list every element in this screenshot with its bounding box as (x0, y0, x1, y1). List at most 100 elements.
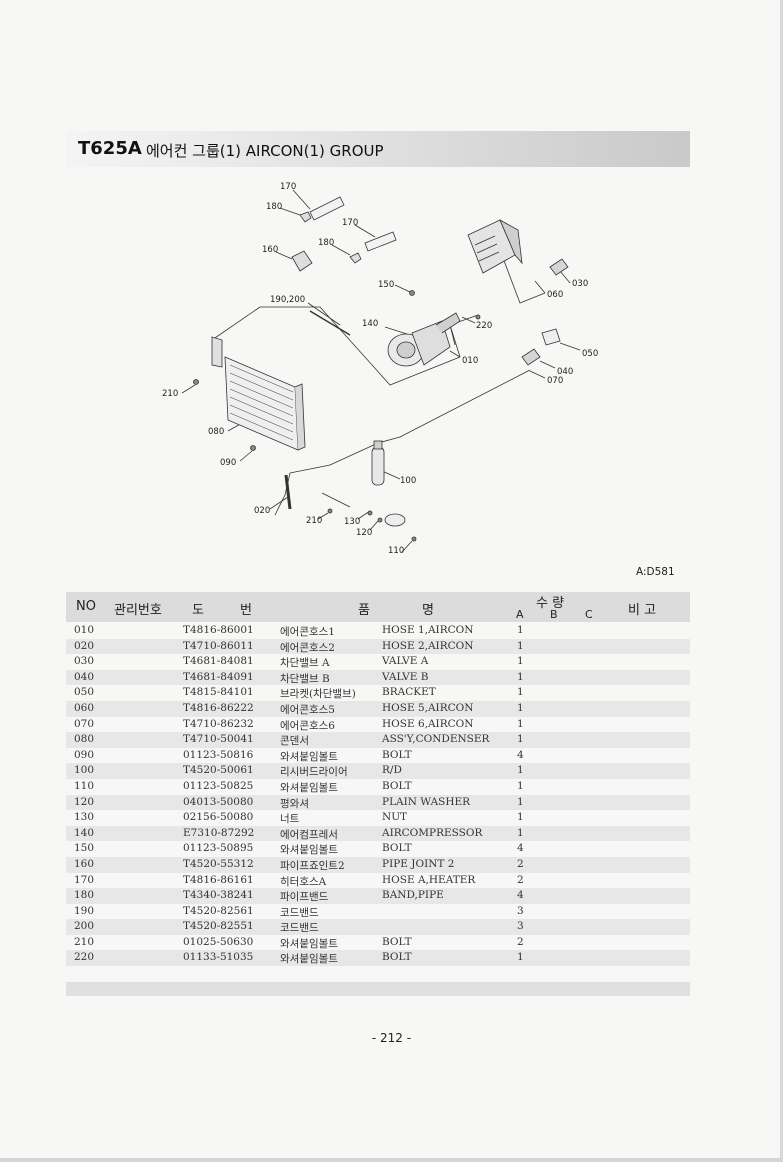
callout-190-200: 190,200 (270, 295, 305, 305)
heater-hose-upper (309, 196, 345, 221)
korean-name: 히터호스A (280, 875, 327, 888)
cord-band (309, 310, 351, 336)
korean-name: 와셔붙임볼트 (280, 750, 338, 763)
callout-170b: 170 (342, 218, 358, 228)
quantity-a: 1 (517, 717, 524, 730)
korean-name: 리시버드라이어 (280, 766, 348, 779)
part-number: 01123-50895 (183, 842, 254, 855)
part-number: 01123-50825 (183, 779, 254, 792)
part-number: 04013-50080 (183, 795, 254, 808)
part-number: 02156-50080 (183, 811, 254, 824)
part-number: T4340-38241 (183, 889, 254, 902)
bolts (193, 290, 481, 542)
korean-name: 와셔붙임볼트 (280, 953, 338, 966)
header-quantity: 수 량 (536, 596, 565, 611)
english-name: VALVE A (382, 655, 429, 668)
drier-bracket (384, 513, 406, 527)
condenser (211, 336, 306, 451)
callout-060: 060 (547, 290, 563, 300)
quantity-a: 4 (517, 748, 524, 761)
header-qty-b: B (550, 608, 558, 621)
group-title: 에어컨 그룹(1) AIRCON(1) GROUP (146, 142, 384, 160)
part-number: T4520-82551 (183, 920, 254, 933)
english-name: AIRCOMPRESSOR (382, 826, 483, 839)
part-number: T4816-86161 (183, 873, 254, 886)
english-name: VALVE B (382, 670, 429, 683)
korean-name: 파이프죠인트2 (280, 859, 345, 872)
english-name: BOLT (382, 935, 412, 948)
english-name: R/D (382, 764, 402, 777)
part-number: E7310-87292 (183, 826, 255, 839)
row-number: 220 (74, 951, 95, 964)
header-remarks: 비 고 (628, 603, 657, 618)
english-name: PIPE JOINT 2 (382, 857, 455, 870)
korean-name: 와셔붙임볼트 (280, 844, 338, 857)
header-drawing-1: 도 (192, 603, 204, 618)
row-number: 060 (74, 701, 95, 714)
valve-a (549, 258, 569, 276)
row-number: 150 (74, 842, 95, 855)
english-name: HOSE 1,AIRCON (382, 624, 474, 636)
korean-name: 브라켓(차단밸브) (280, 688, 356, 701)
row-number: 100 (74, 764, 95, 777)
aircon-hose-2 (284, 474, 292, 510)
row-number: 170 (74, 873, 95, 886)
row-number: 080 (74, 733, 95, 746)
bracket (541, 328, 561, 346)
callout-180a: 180 (266, 202, 282, 212)
part-number: T4710-86011 (183, 639, 254, 652)
english-name: HOSE 6,AIRCON (382, 717, 474, 730)
callout-210a: 210 (162, 389, 178, 399)
english-name: BAND,PIPE (382, 889, 444, 902)
quantity-a: 3 (517, 904, 524, 917)
quantity-a: 3 (517, 920, 524, 933)
part-number: T4710-50041 (183, 733, 254, 746)
part-number: T4520-55312 (183, 857, 254, 870)
quantity-a: 1 (517, 795, 524, 808)
korean-name: 코드밴드 (280, 906, 319, 919)
air-compressor (387, 312, 461, 367)
callout-140: 140 (362, 319, 378, 329)
callout-130: 130 (344, 517, 360, 527)
quantity-a: 1 (517, 764, 524, 777)
row-number: 200 (74, 920, 95, 933)
row-number: 040 (74, 670, 95, 683)
page-number: - 212 - (371, 1031, 412, 1045)
part-number: T4816-86001 (183, 624, 254, 636)
callout-050: 050 (582, 349, 598, 359)
callout-070: 070 (547, 376, 563, 386)
korean-name: 평와셔 (280, 797, 309, 810)
quantity-a: 1 (517, 701, 524, 714)
quantity-a: 1 (517, 951, 524, 964)
korean-name: 코드밴드 (280, 922, 319, 935)
part-number: T4816-86222 (183, 701, 254, 714)
header-name-2: 명 (422, 603, 434, 618)
exploded-parts-diagram: 170 180 170 180 160 150 190,200 140 220 … (162, 182, 598, 556)
korean-name: 너트 (280, 813, 300, 826)
quantity-a: 1 (517, 670, 524, 683)
group-title-bar: T625A 에어컨 그룹(1) AIRCON(1) GROUP (66, 131, 690, 167)
header-drawing-2: 번 (240, 603, 252, 618)
table-footer-bar (66, 982, 690, 996)
drawing-reference: A:D581 (636, 566, 675, 578)
row-number: 110 (74, 779, 95, 792)
part-number: 01025-50630 (183, 935, 254, 948)
row-number: 010 (74, 624, 95, 636)
quantity-a: 2 (517, 873, 524, 886)
row-number: 030 (74, 655, 95, 668)
quantity-a: 4 (517, 842, 524, 855)
